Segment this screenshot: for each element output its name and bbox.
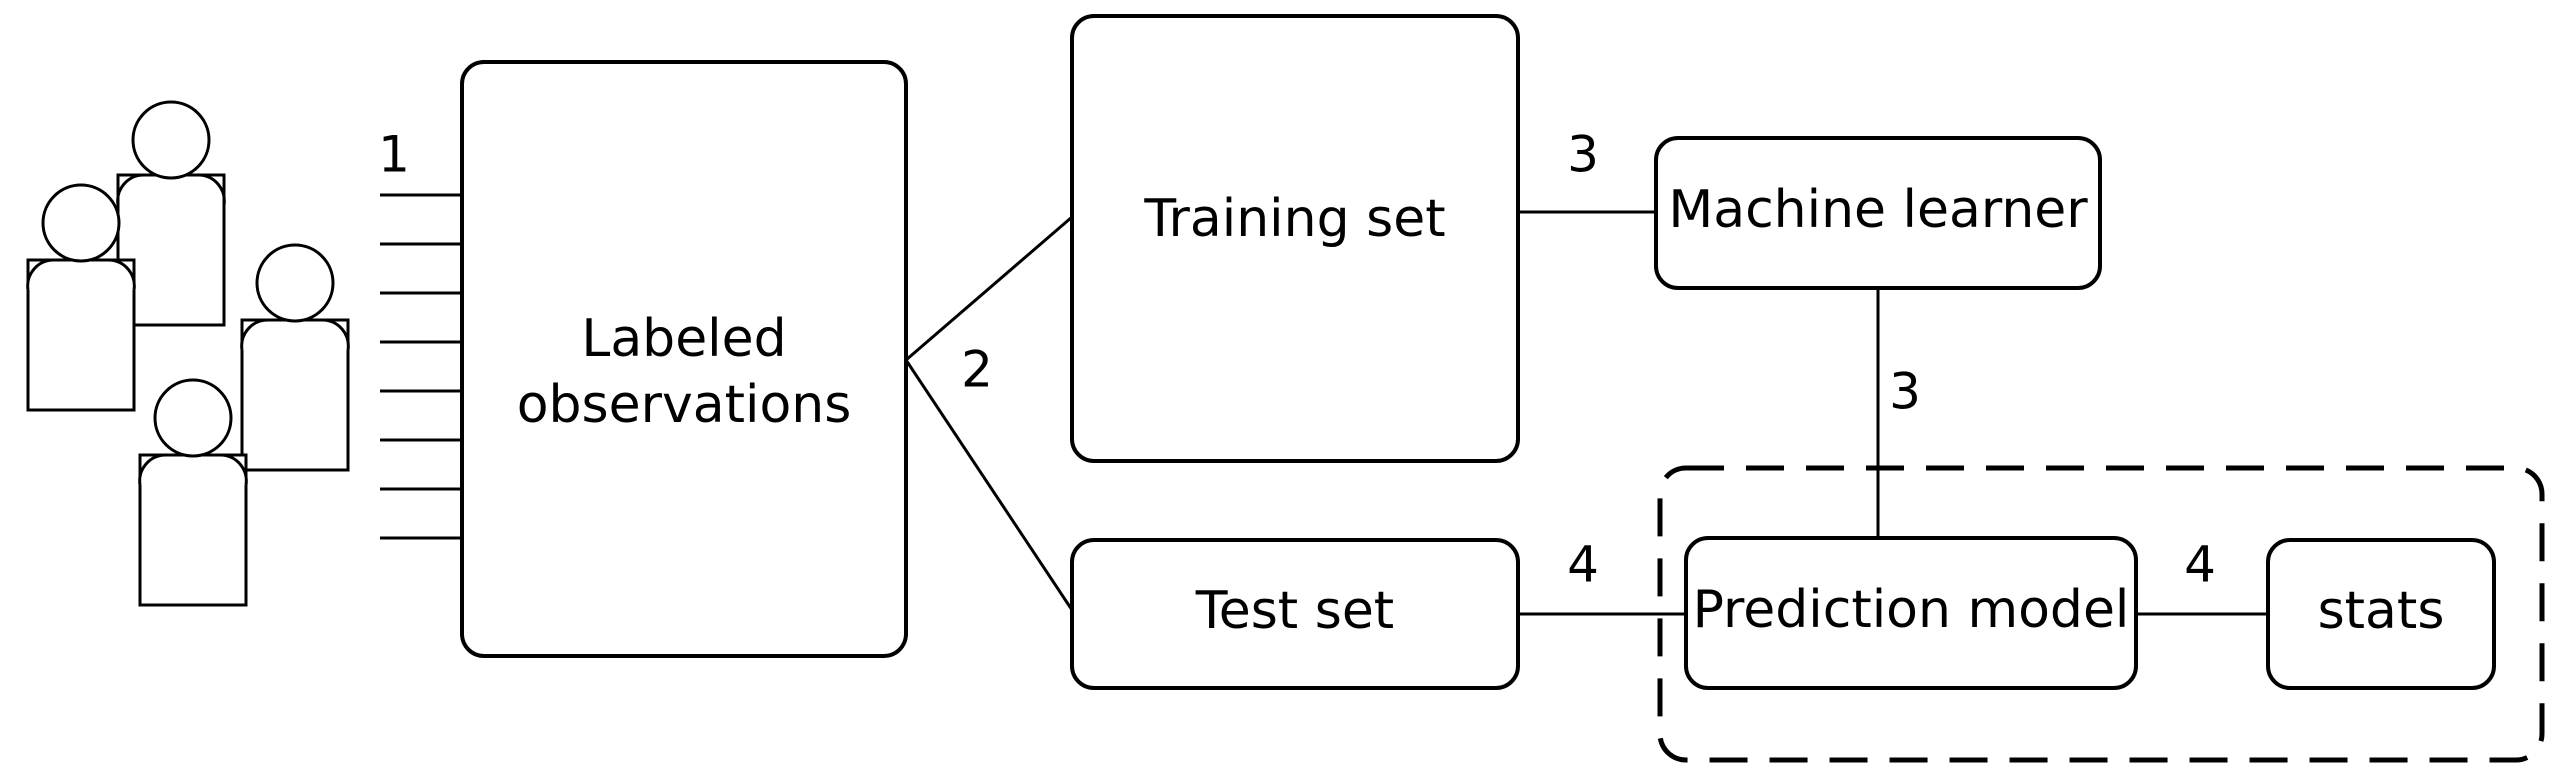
step-label-train-output: 3 [1889, 363, 1921, 421]
observation-input-lines [380, 193, 462, 540]
person-icon [116, 100, 226, 327]
training-set-label: Training set [1143, 189, 1445, 249]
prediction-model-label: Prediction model [1693, 580, 2130, 640]
training-set-node: Training set [1070, 14, 1520, 463]
connector-observations-to-training [905, 215, 1073, 362]
labeled-observations-label-line1: Labeled [581, 309, 786, 369]
labeled-observations-label-line2: observations [517, 375, 852, 435]
machine-learner-label: Machine learner [1668, 180, 2088, 240]
stats-node: stats [2266, 538, 2496, 690]
person-icon [26, 183, 136, 412]
person-icon [138, 378, 248, 607]
step-label-train-input: 3 [1567, 126, 1599, 184]
step-label-test-input: 4 [1567, 536, 1599, 594]
evaluation-frame [1657, 465, 2545, 763]
people-icon [26, 100, 350, 607]
labeled-observations-node: Labeled observations [460, 60, 908, 658]
machine-learner-node: Machine learner [1654, 136, 2102, 290]
connector-observations-to-test [904, 359, 1074, 611]
test-set-label: Test set [1195, 581, 1394, 641]
step-label-split: 2 [961, 341, 993, 399]
step-label-test-output: 4 [2184, 536, 2216, 594]
stats-label: stats [2318, 581, 2445, 641]
person-icon [240, 243, 350, 472]
prediction-model-node: Prediction model [1684, 536, 2138, 690]
step-label-collect: 1 [378, 126, 410, 184]
test-set-node: Test set [1070, 538, 1520, 690]
